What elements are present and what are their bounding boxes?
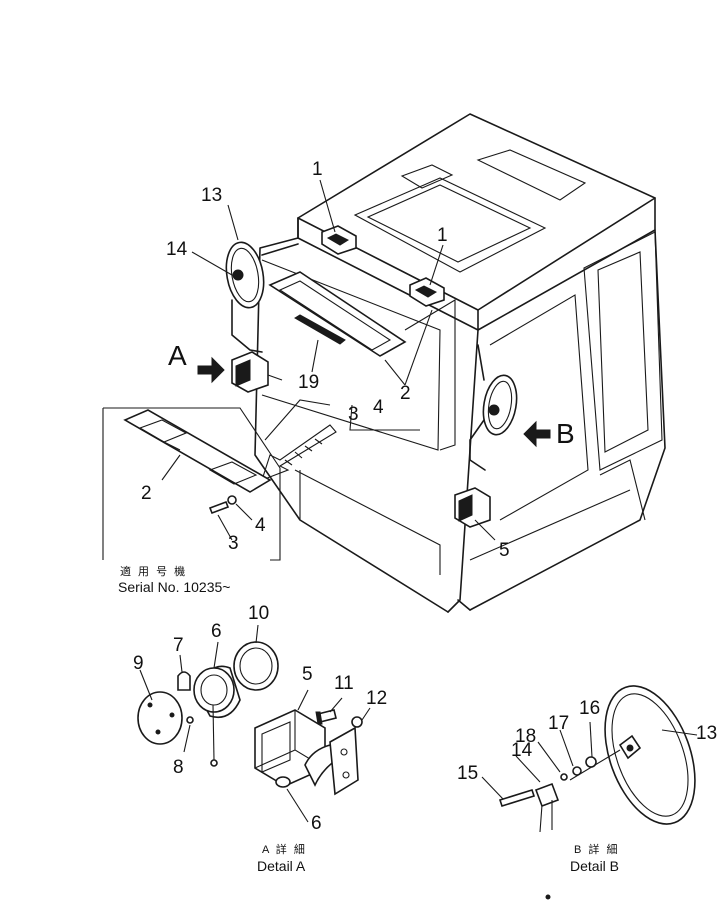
left-mirror — [225, 241, 299, 353]
detail-a-jp: A 詳 細 — [262, 844, 307, 856]
callout-1-right: 1 — [437, 225, 448, 246]
callout-11: 11 — [334, 673, 354, 694]
detail-b-jp: B 詳 細 — [574, 844, 620, 856]
callout-9: 9 — [133, 653, 144, 674]
cab-roof — [297, 113, 656, 331]
callout-7: 7 — [173, 635, 184, 656]
callout-2-plate: 2 — [400, 383, 411, 404]
callout-14-detail: 14 — [511, 740, 533, 761]
callout-13-mirror: 13 — [201, 185, 223, 206]
callout-6-top: 6 — [211, 621, 222, 642]
callout-5-detail: 5 — [302, 664, 313, 685]
stray-dot — [545, 894, 551, 900]
callout-5-lamp: 5 — [499, 540, 510, 561]
cab-body — [254, 229, 666, 613]
callout-4-serial: 4 — [255, 515, 266, 536]
callout-3-bolt: 3 — [348, 404, 359, 425]
callout-1-left: 1 — [312, 159, 323, 180]
arrow-a-shape — [197, 356, 225, 384]
callout-8: 8 — [173, 757, 184, 778]
callout-19-plate: 19 — [298, 372, 320, 393]
arrow-b-shape — [523, 420, 551, 448]
callout-6-bottom: 6 — [311, 813, 322, 834]
arrow-b-label: B — [556, 418, 575, 449]
callout-15: 15 — [457, 763, 479, 784]
callout-16: 16 — [579, 698, 601, 719]
detail-a-drawing — [137, 624, 371, 823]
detail-a-label: Detail A — [257, 858, 306, 874]
callout-14-mirror: 14 — [166, 239, 188, 260]
name-plate — [268, 271, 407, 357]
roof-lamp-left — [321, 225, 357, 255]
detail-b-label: Detail B — [570, 858, 620, 874]
serial-inset — [102, 407, 281, 561]
pointer-arrow — [261, 424, 337, 481]
callout-10: 10 — [248, 603, 270, 624]
callout-18: 18 — [515, 726, 537, 747]
callout-2-serial: 2 — [141, 483, 152, 504]
serial-jp-label: 適 用 号 機 — [120, 566, 188, 578]
callout-3-serial: 3 — [228, 533, 239, 554]
callout-12: 12 — [366, 688, 388, 709]
leader-lines — [191, 179, 496, 541]
work-lamp-a — [231, 351, 283, 393]
detail-b-drawing — [481, 685, 698, 833]
callout-13-detail: 13 — [696, 723, 718, 744]
arrow-a-label: A — [168, 340, 187, 371]
serial-no-label: Serial No. 10235~ — [118, 579, 231, 595]
roof-lamp-right — [409, 277, 445, 307]
right-mirror — [469, 344, 518, 471]
callout-4-washer: 4 — [373, 397, 384, 418]
callout-17: 17 — [548, 713, 570, 734]
work-lamp-5 — [454, 487, 491, 528]
